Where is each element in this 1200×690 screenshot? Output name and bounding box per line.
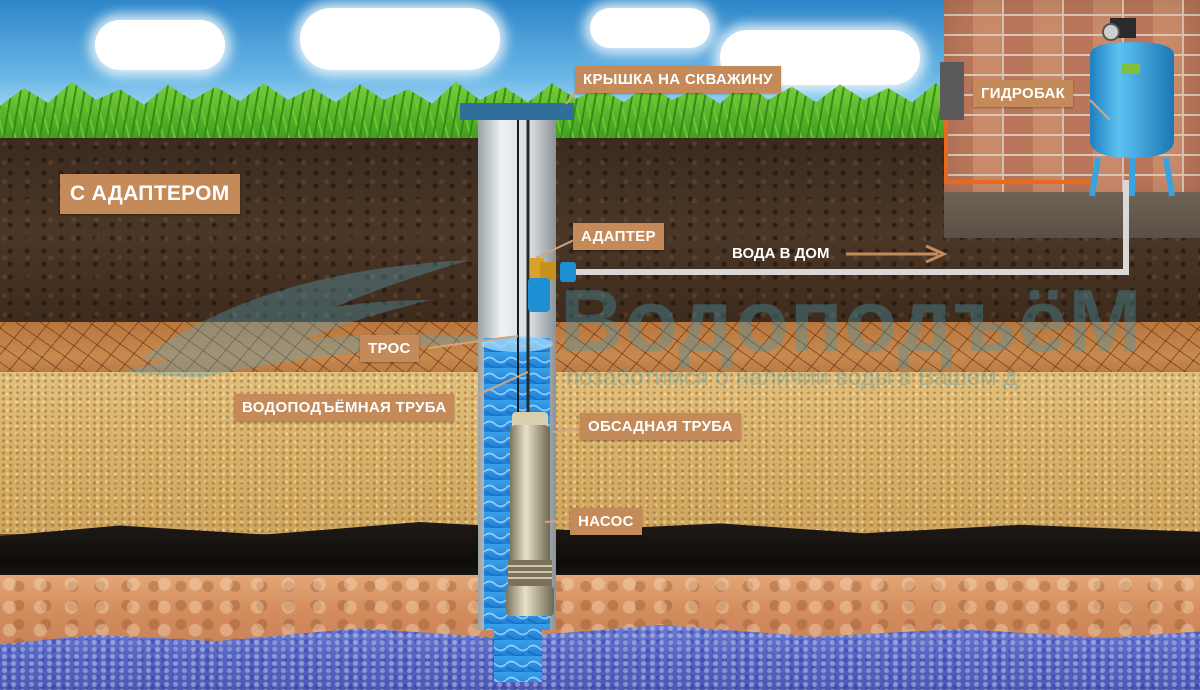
- mode-label: С АДАПТЕРОМ: [60, 174, 240, 214]
- adapter-label: АДАПТЕР: [573, 223, 664, 250]
- well-cap-label: КРЫШКА НА СКВАЖИНУ: [575, 66, 781, 93]
- pump-label: НАСОС: [570, 508, 642, 535]
- tank-label: ГИДРОБАК: [973, 80, 1073, 107]
- pressure-tank: [1090, 18, 1174, 196]
- water-flow-arrow: [846, 246, 944, 262]
- riser-pipe-label: ВОДОПОДЪЁМНАЯ ТРУБА: [234, 394, 454, 421]
- well-cap: [460, 103, 574, 120]
- casing-pipe-label: ОБСАДНАЯ ТРУБА: [580, 413, 741, 440]
- watermark-logo: [120, 260, 520, 378]
- water-to-house-label: ВОДА В ДОМ: [732, 245, 829, 262]
- pump: [506, 412, 554, 616]
- wall-socket: [940, 62, 964, 120]
- cable-label: ТРОС: [360, 335, 419, 362]
